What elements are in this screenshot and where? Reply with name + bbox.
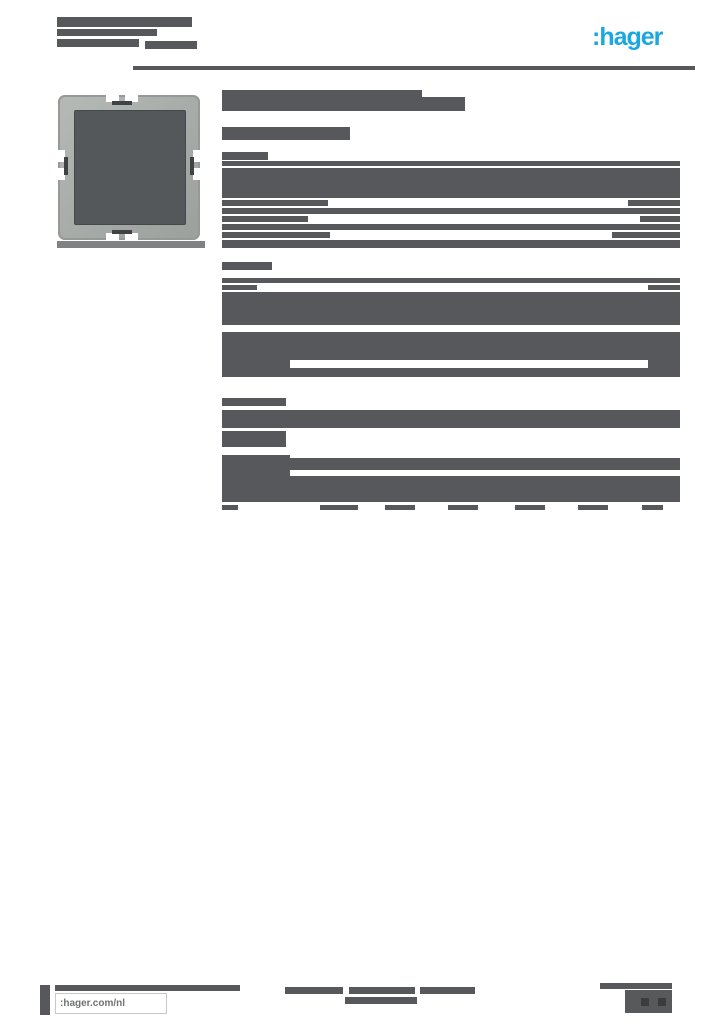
redacted-text-bar [612, 232, 680, 238]
mounting-claw [190, 157, 194, 175]
mounting-claw-notch [57, 150, 65, 162]
product-photo-plate [74, 110, 186, 225]
redacted-text-bar [57, 17, 192, 27]
mounting-claw-notch [193, 168, 201, 180]
redacted-text-bar [57, 241, 205, 248]
redacted-text-bar [648, 285, 680, 290]
mounting-claw-notch [57, 168, 65, 180]
redacted-text-bar [222, 292, 680, 325]
redacted-text-bar [222, 97, 465, 111]
mounting-claw-notch [106, 233, 119, 241]
redacted-text-bar [222, 410, 680, 428]
footer-page-box [625, 990, 672, 1013]
redacted-text-bar [222, 90, 422, 98]
redacted-text-bar [642, 505, 663, 510]
redacted-text-bar [222, 285, 257, 290]
redacted-text-bar [222, 240, 680, 248]
redacted-text-bar [600, 983, 672, 989]
redacted-text-bar [349, 987, 415, 994]
footer-weblink-box: :hager.com/nl [55, 993, 167, 1014]
redacted-text-bar [40, 985, 50, 1015]
mounting-claw [64, 157, 68, 175]
mounting-claw-notch [106, 94, 119, 102]
redacted-text-bar [345, 997, 417, 1004]
footer-page-box-glyph [658, 998, 666, 1006]
mounting-claw-notch [193, 150, 201, 162]
redacted-text-bar [648, 360, 680, 368]
redacted-text-bar [222, 224, 680, 230]
redacted-text-bar [320, 505, 358, 510]
footer-website-link[interactable]: :hager.com/nl [60, 998, 126, 1009]
redacted-text-bar [222, 232, 330, 238]
redacted-text-bar [285, 987, 343, 994]
redacted-text-bar [57, 29, 157, 36]
redacted-text-bar [222, 455, 290, 502]
mounting-claw [112, 101, 132, 105]
redacted-text-bar [222, 200, 328, 206]
redacted-text-bar [628, 200, 680, 206]
redacted-text-bar [222, 278, 680, 283]
redacted-text-bar [222, 368, 680, 377]
redacted-text-bar [515, 505, 545, 510]
redacted-text-bar [222, 398, 286, 406]
redacted-text-bar [222, 431, 286, 447]
hager-logo: :hager [592, 23, 663, 51]
redacted-text-bar [448, 505, 478, 510]
redacted-text-bar [145, 41, 197, 49]
mounting-claw-notch [125, 94, 138, 102]
redacted-text-bar [55, 985, 240, 991]
redacted-text-bar [222, 161, 680, 166]
mounting-claw-notch [125, 233, 138, 241]
redacted-text-bar [222, 505, 238, 510]
redacted-text-bar [222, 208, 680, 214]
redacted-text-bar [420, 987, 475, 994]
redacted-text-bar [222, 332, 680, 360]
redacted-text-bar [290, 458, 680, 470]
mounting-claw [112, 230, 132, 234]
redacted-text-bar [222, 360, 290, 368]
redacted-text-bar [222, 152, 268, 160]
redacted-text-bar [578, 505, 608, 510]
redacted-text-bar [640, 216, 680, 222]
redacted-text-bar [222, 168, 680, 198]
product-photo [57, 94, 201, 241]
redacted-text-bar [133, 66, 695, 70]
redacted-text-bar [385, 505, 415, 510]
footer-page-box-glyph [641, 998, 649, 1006]
redacted-text-bar [222, 262, 272, 270]
redacted-text-bar [290, 476, 680, 502]
redacted-text-bar [222, 216, 308, 222]
redacted-text-bar [57, 39, 139, 47]
redacted-text-bar [222, 127, 350, 140]
